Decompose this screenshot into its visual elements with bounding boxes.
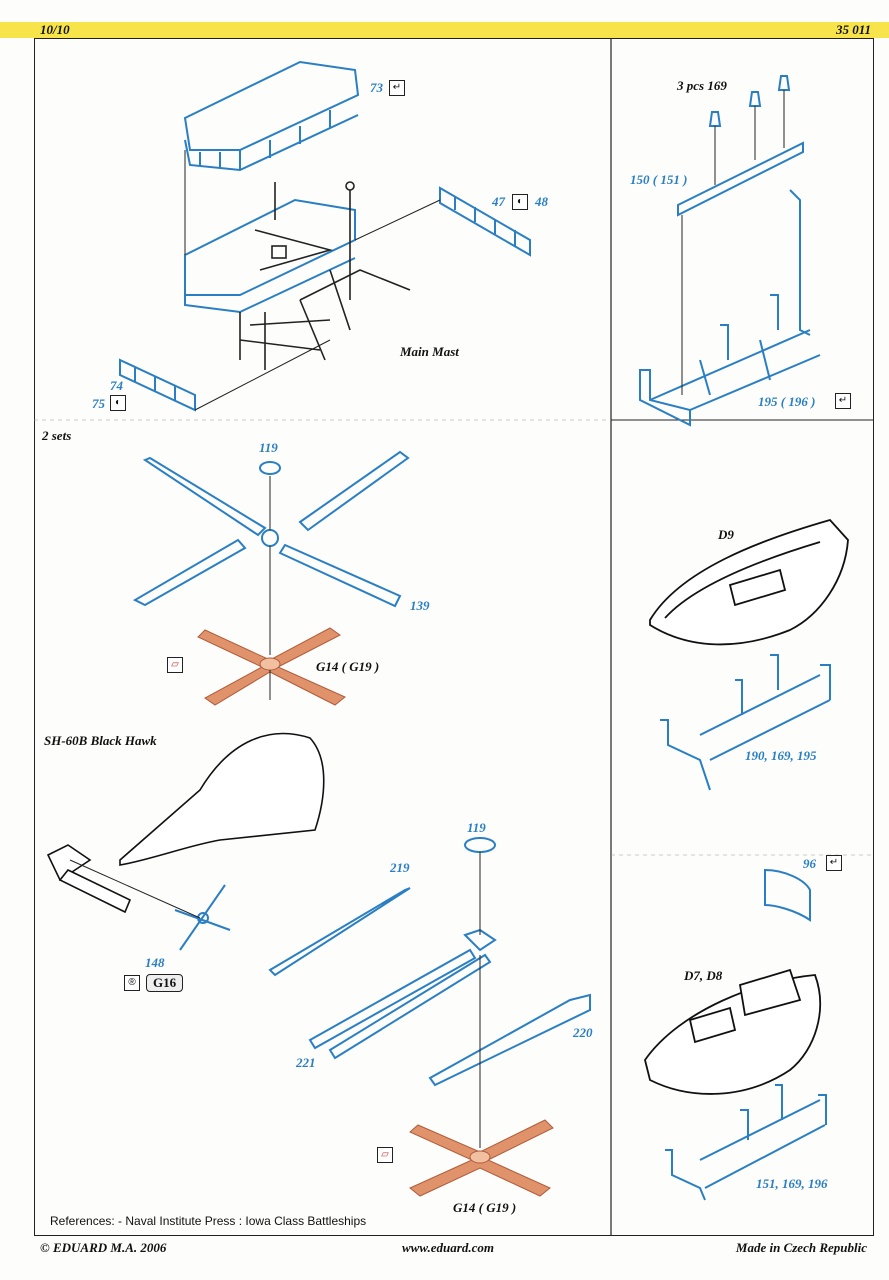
- bend-icon: ◐: [110, 395, 126, 411]
- page-number: 10/10: [40, 22, 70, 37]
- instruction-frame: [34, 38, 874, 1236]
- sh60b-helicopter: [46, 732, 325, 914]
- canopy-96: [764, 868, 811, 922]
- copper-part-icon: ▱: [167, 657, 183, 673]
- part-73-label: 73: [370, 80, 383, 95]
- g14-label: G14 ( G19 ): [316, 659, 380, 674]
- part-75-label: 75: [92, 396, 105, 411]
- fold-icon: ↵: [835, 393, 851, 409]
- rotor-blades-219-221: [268, 837, 591, 1087]
- part-119-label-b: 119: [467, 820, 486, 835]
- mast-structure: [239, 181, 411, 370]
- bend-icon: ◐: [512, 194, 528, 210]
- made-in: Made in Czech Republic: [735, 1240, 867, 1255]
- copper-hub-g14-a: [197, 627, 346, 706]
- helicopter-title: SH-60B Black Hawk: [44, 733, 157, 748]
- part-220-label: 220: [573, 1025, 593, 1040]
- assembly-lines-cradle: [681, 90, 785, 395]
- two-sets-note: 2 sets: [42, 428, 72, 443]
- resin-icon: ®: [124, 975, 140, 991]
- copyright: © EDUARD M.A. 2006: [40, 1240, 167, 1255]
- kit-code: 35 011: [835, 22, 871, 37]
- railing-47-48: [439, 186, 531, 257]
- tail-rotor-148: [174, 884, 231, 951]
- platform-railing: [184, 198, 356, 314]
- cradle-d9: [660, 654, 831, 791]
- main-mast-title: Main Mast: [400, 344, 459, 359]
- part-148-label: 148: [145, 955, 165, 970]
- part-48-label: 48: [535, 194, 548, 209]
- part-96-label: 96: [803, 856, 816, 871]
- copper-part-icon: ▱: [377, 1147, 393, 1163]
- part-150-label: 150 ( 151 ): [630, 172, 688, 187]
- fold-icon: ↵: [389, 80, 405, 96]
- railing-74-75: [119, 358, 196, 412]
- d7-d8-label: D7, D8: [684, 968, 723, 983]
- cradle-parts-top: [639, 75, 821, 427]
- part-151-label: 151, 169, 196: [756, 1176, 828, 1191]
- assembly-lines-mast: [184, 150, 441, 411]
- part-195-label: 195 ( 196 ): [758, 394, 816, 409]
- references-text: References: - Naval Institute Press : Io…: [50, 1214, 367, 1228]
- copper-hub-g14-b: [409, 1119, 554, 1197]
- part-221-label: 221: [296, 1055, 316, 1070]
- fold-icon: ↵: [826, 855, 842, 871]
- railing-73: [183, 60, 360, 172]
- boat-d7-d8: [644, 968, 822, 1095]
- g14-label-b: G14 ( G19 ): [453, 1200, 517, 1215]
- part-119-label: 119: [259, 440, 278, 455]
- part-74-label: 74: [110, 378, 123, 393]
- part-219-label: 219: [390, 860, 410, 875]
- cradle-d7-d8: [665, 1084, 827, 1201]
- boat-d9: [649, 518, 849, 646]
- part-139-label: 139: [410, 598, 430, 613]
- part-47-label: 47: [492, 194, 505, 209]
- part-190-label: 190, 169, 195: [745, 748, 817, 763]
- g16-badge: G16: [146, 974, 184, 992]
- d9-label: D9: [718, 527, 734, 542]
- rotor-blades-139: [132, 450, 410, 608]
- part-169-label: 3 pcs 169: [677, 78, 727, 93]
- website-link[interactable]: www.eduard.com: [402, 1240, 494, 1255]
- header-bar: [0, 22, 889, 38]
